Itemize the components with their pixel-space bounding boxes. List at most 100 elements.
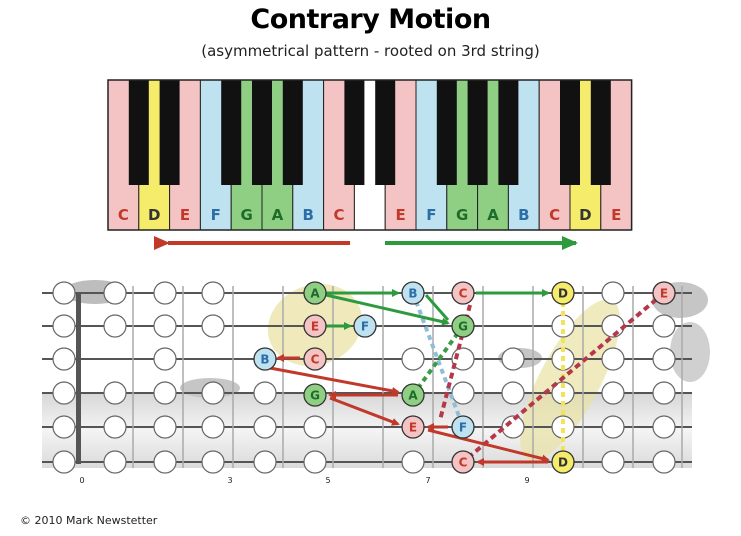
empty-position-dot bbox=[103, 314, 127, 338]
note-marker-label: G bbox=[458, 320, 468, 334]
black-key bbox=[221, 80, 242, 185]
note-marker: F bbox=[353, 314, 377, 338]
note-marker: C bbox=[451, 450, 475, 474]
note-marker-label: E bbox=[409, 421, 417, 435]
empty-position-dot bbox=[652, 415, 676, 439]
empty-position-dot bbox=[52, 281, 76, 305]
white-key-label: F bbox=[426, 206, 436, 224]
empty-position-dot bbox=[153, 314, 177, 338]
empty-position-dot bbox=[201, 281, 225, 305]
black-key bbox=[498, 80, 519, 185]
white-key-label: E bbox=[611, 206, 621, 224]
empty-position-dot bbox=[652, 381, 676, 405]
note-marker-label: D bbox=[558, 287, 568, 301]
white-key-label: C bbox=[333, 206, 344, 224]
empty-position-dot bbox=[601, 415, 625, 439]
note-connectors bbox=[269, 289, 666, 466]
fret-number-label: 0 bbox=[79, 476, 84, 485]
note-marker: E bbox=[652, 281, 676, 305]
empty-position-dot bbox=[52, 415, 76, 439]
empty-position-dot bbox=[253, 415, 277, 439]
black-key bbox=[252, 80, 272, 185]
empty-position-dot bbox=[201, 314, 225, 338]
note-marker-label: E bbox=[311, 320, 319, 334]
white-key-label: E bbox=[180, 206, 190, 224]
note-marker: C bbox=[303, 347, 327, 371]
empty-position-dot bbox=[253, 381, 277, 405]
note-marker: E bbox=[303, 314, 327, 338]
empty-position-dot bbox=[103, 281, 127, 305]
empty-position-dot bbox=[153, 381, 177, 405]
white-key-label: B bbox=[518, 206, 529, 224]
black-key bbox=[590, 80, 611, 185]
empty-position-dot bbox=[451, 381, 475, 405]
note-marker-label: C bbox=[459, 456, 468, 470]
note-marker-label: B bbox=[260, 353, 269, 367]
black-key bbox=[467, 80, 488, 185]
note-marker: E bbox=[401, 415, 425, 439]
empty-position-dot bbox=[153, 347, 177, 371]
empty-position-dot bbox=[201, 415, 225, 439]
black-key bbox=[282, 80, 303, 185]
empty-position-dot bbox=[201, 381, 225, 405]
empty-position-dot bbox=[652, 347, 676, 371]
empty-position-dot bbox=[52, 381, 76, 405]
empty-position-dot bbox=[501, 347, 525, 371]
white-key-label: A bbox=[487, 206, 499, 224]
note-marker-label: A bbox=[408, 389, 418, 403]
black-key bbox=[128, 80, 149, 185]
note-marker-label: F bbox=[459, 421, 467, 435]
empty-position-dot bbox=[401, 347, 425, 371]
white-key-label: C bbox=[118, 206, 129, 224]
note-marker-label: E bbox=[660, 287, 668, 301]
diagram-title: Contrary Motion bbox=[250, 4, 491, 35]
note-marker-label: G bbox=[310, 389, 320, 403]
empty-position-dot bbox=[652, 314, 676, 338]
note-marker-label: C bbox=[311, 353, 320, 367]
fret-number-label: 5 bbox=[325, 476, 330, 485]
white-key-label: G bbox=[240, 206, 252, 224]
white-key-label: E bbox=[395, 206, 405, 224]
note-marker-label: B bbox=[408, 287, 417, 301]
note-marker-label: F bbox=[361, 320, 369, 334]
fret-number-label: 3 bbox=[227, 476, 232, 485]
black-key bbox=[560, 80, 580, 185]
black-key bbox=[436, 80, 457, 185]
note-marker: D bbox=[551, 281, 575, 305]
empty-position-dot bbox=[153, 281, 177, 305]
note-marker: C bbox=[451, 281, 475, 305]
fret-number-label: 7 bbox=[425, 476, 430, 485]
empty-position-dot bbox=[103, 450, 127, 474]
note-marker: B bbox=[253, 347, 277, 371]
note-marker: B bbox=[401, 281, 425, 305]
empty-position-dot bbox=[103, 415, 127, 439]
note-marker: A bbox=[401, 383, 425, 407]
empty-position-dot bbox=[601, 281, 625, 305]
note-marker-label: C bbox=[459, 287, 468, 301]
white-key-label: B bbox=[302, 206, 313, 224]
diagram-subtitle: (asymmetrical pattern - rooted on 3rd st… bbox=[201, 42, 540, 60]
empty-position-dot bbox=[103, 381, 127, 405]
white-key-label: A bbox=[272, 206, 284, 224]
empty-position-dot bbox=[601, 450, 625, 474]
empty-position-dot bbox=[652, 450, 676, 474]
empty-position-dot bbox=[52, 314, 76, 338]
white-key-label: G bbox=[456, 206, 468, 224]
black-key bbox=[159, 80, 180, 185]
empty-position-dot bbox=[253, 450, 277, 474]
empty-position-dot bbox=[501, 415, 525, 439]
fret-number-label: 9 bbox=[524, 476, 529, 485]
note-marker-label: A bbox=[310, 287, 320, 301]
empty-position-dot bbox=[501, 381, 525, 405]
fretboard bbox=[42, 280, 710, 474]
empty-position-dot bbox=[601, 381, 625, 405]
empty-position-dot bbox=[401, 450, 425, 474]
empty-position-dot bbox=[153, 415, 177, 439]
empty-position-dot bbox=[52, 347, 76, 371]
white-key-label: F bbox=[211, 206, 221, 224]
empty-position-dot bbox=[201, 450, 225, 474]
white-key-label: D bbox=[579, 206, 591, 224]
fret-numbers: 0 3 5 7 9 bbox=[79, 476, 529, 485]
note-marker: G bbox=[451, 314, 475, 338]
